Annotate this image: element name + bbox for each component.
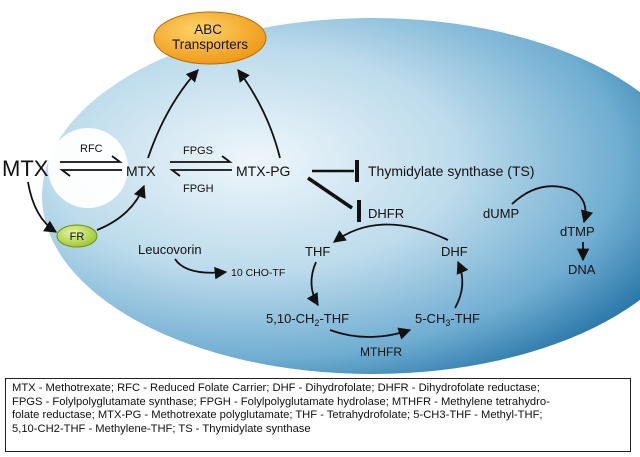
dhfr-inhibition <box>307 176 361 222</box>
ch2-thf-label: 5,10-CH2-THF <box>266 311 349 328</box>
mtx-intracellular: MTX <box>126 163 156 179</box>
abbreviation-legend: MTX - Methotrexate; RFC - Reduced Folate… <box>5 378 631 452</box>
mtxpg-to-abc-arrow <box>237 68 281 159</box>
fpgs-label: FPGS <box>183 145 213 157</box>
thf-to-ch2thf-arrow <box>306 261 319 307</box>
legend-line: MTX - Methotrexate; RFC - Reduced Folate… <box>12 382 540 394</box>
cell-membrane <box>42 18 640 374</box>
fpgs-fpgh-equilibrium-arrows <box>169 155 233 177</box>
rfc-equilibrium-arrows <box>59 155 123 177</box>
legend-line: 5,10-CH2-THF - Methylene-THF; TS - Thymi… <box>12 422 311 435</box>
ts-label: Thymidylate synthase (TS) <box>368 163 535 179</box>
membrane-opening <box>48 128 128 208</box>
mtx-to-abc-arrow <box>147 69 199 159</box>
legend-line: FPGS - Folylpolyglutamate synthase; FPGH… <box>12 395 550 408</box>
folate-receptor-shape <box>56 224 98 248</box>
ch3-thf-label: 5-CH3-THF <box>415 311 480 328</box>
dna-label: DNA <box>568 262 596 277</box>
cho-tf-label: 10 CHO-TF <box>231 267 285 279</box>
dhf-label: DHF <box>441 244 468 259</box>
fpgh-label: FPGH <box>183 183 214 195</box>
thf-label: THF <box>305 244 330 259</box>
dump-to-dtmp-arrow <box>511 185 594 224</box>
abc-transporter-shape <box>153 11 267 65</box>
abc-transporter-label: ABC Transporters <box>172 22 248 52</box>
legend-line: folate reductase; MTX-PG - Methotrexate … <box>12 409 543 422</box>
leucovorin-label: Leucovorin <box>138 242 202 257</box>
ch3thf-to-dhf-arrow <box>454 260 469 309</box>
folate-receptor-label: FR <box>70 231 85 243</box>
mtx-extracellular: MTX <box>2 156 49 181</box>
dump-label: dUMP <box>483 206 519 221</box>
leucovorin-arrow <box>174 258 228 280</box>
dhf-to-thf-arrow <box>332 223 449 243</box>
dtmp-label: dTMP <box>560 224 595 239</box>
ch2thf-to-ch3thf-arrow <box>329 327 412 340</box>
fr-to-mtx-arrow <box>96 184 146 231</box>
rfc-label: RFC <box>80 143 103 155</box>
mtx-pg-label: MTX-PG <box>236 163 290 179</box>
mthfr-label: MTHFR <box>360 345 402 359</box>
ts-inhibition <box>312 160 359 182</box>
mtx-to-fr-arrow <box>27 181 58 233</box>
dhfr-label: DHFR <box>368 206 404 221</box>
